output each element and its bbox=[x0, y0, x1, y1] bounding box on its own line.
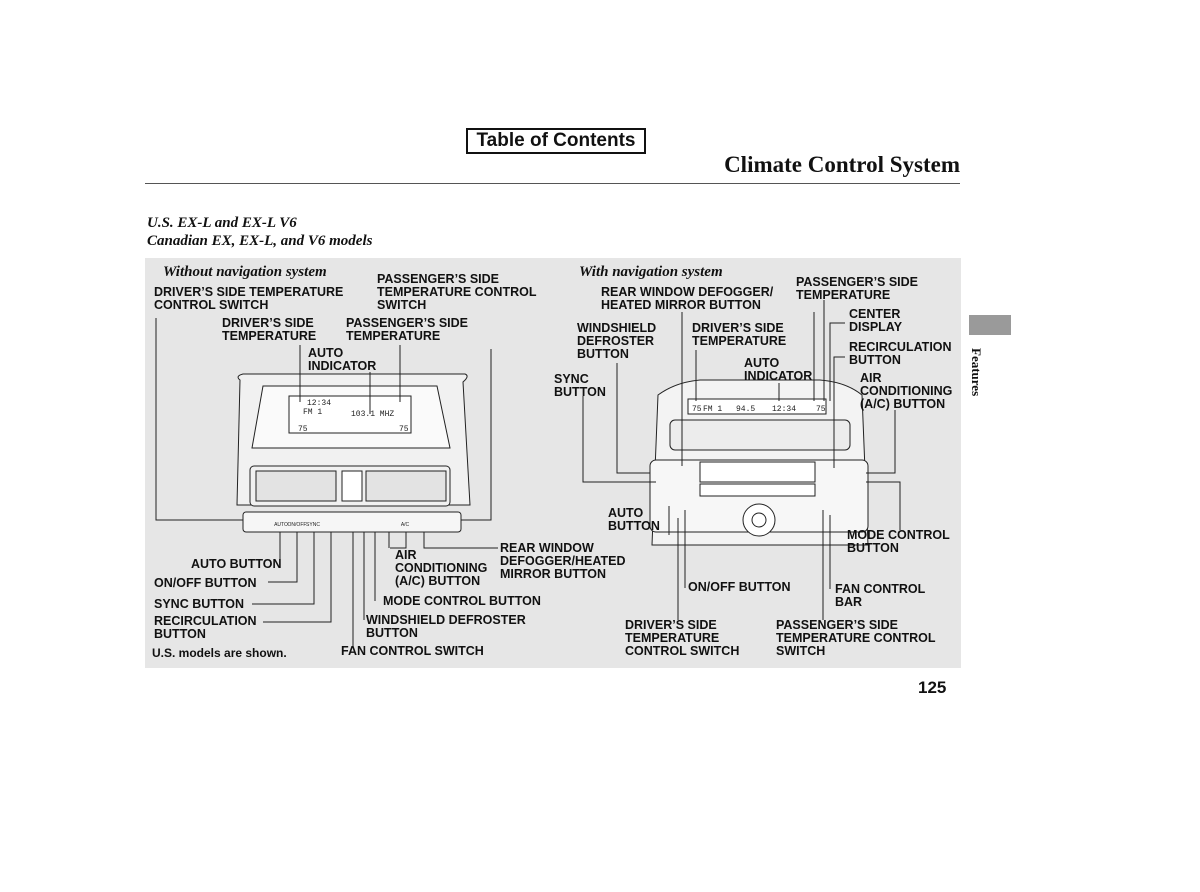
label-center-display: CENTER DISPLAY bbox=[849, 307, 903, 334]
control-auto-label: AUTO bbox=[274, 522, 288, 528]
left-display-temp-right: 75 bbox=[399, 425, 409, 434]
label-mode-control-button: MODE CONTROL BUTTON bbox=[383, 594, 541, 608]
label-auto-indicator: AUTO INDICATOR bbox=[308, 346, 377, 373]
left-display-band: FM 1 bbox=[303, 408, 322, 417]
label-driver-temp-control-switch-nav: DRIVER’S SIDE TEMPERATURE CONTROL SWITCH bbox=[625, 618, 740, 658]
label-passenger-side-temperature-nav: PASSENGER’S SIDE TEMPERATURE bbox=[796, 275, 919, 302]
label-ac-button-nav: AIR CONDITIONING (A/C) BUTTON bbox=[860, 371, 953, 411]
label-mode-control-button-nav: MODE CONTROL BUTTON bbox=[847, 528, 950, 555]
label-passenger-temp-control-switch-nav: PASSENGER’S SIDE TEMPERATURE CONTROL SWI… bbox=[776, 618, 936, 658]
label-recirculation-button: RECIRCULATION BUTTON bbox=[154, 614, 257, 641]
table-of-contents-link[interactable]: Table of Contents bbox=[466, 128, 646, 154]
label-sync-button: SYNC BUTTON bbox=[154, 597, 245, 611]
control-ac-label: A/C bbox=[401, 522, 410, 528]
label-recirculation-button-nav: RECIRCULATION BUTTON bbox=[849, 340, 952, 367]
label-rear-window-defogger: REAR WINDOW DEFOGGER/HEATED MIRROR BUTTO… bbox=[500, 541, 626, 581]
label-auto-button-nav: AUTO BUTTON bbox=[608, 506, 660, 533]
control-sync-label: SYNC bbox=[306, 522, 320, 528]
control-onoff-label: ON/OFF bbox=[288, 522, 307, 528]
right-display-frequency: 94.5 bbox=[736, 405, 755, 414]
label-passenger-side-temperature: PASSENGER’S SIDE TEMPERATURE bbox=[346, 316, 469, 343]
right-display-temp-right: 75 bbox=[816, 405, 826, 414]
label-auto-button: AUTO BUTTON bbox=[191, 557, 282, 571]
left-display-frequency: 103.1 MHZ bbox=[351, 410, 394, 419]
right-display-temp-left: 75 bbox=[692, 405, 702, 414]
label-driver-side-temperature: DRIVER’S SIDE TEMPERATURE bbox=[222, 316, 317, 343]
left-display-temp-left: 75 bbox=[298, 425, 308, 434]
models-line-2: Canadian EX, EX-L, and V6 models bbox=[147, 233, 373, 249]
left-display-time: 12:34 bbox=[307, 399, 331, 408]
label-windshield-defroster: WINDSHIELD DEFROSTER BUTTON bbox=[366, 613, 526, 640]
label-fan-control-bar: FAN CONTROL BAR bbox=[835, 582, 926, 609]
header-rule bbox=[145, 183, 960, 184]
us-models-note: U.S. models are shown. bbox=[152, 646, 287, 660]
label-auto-indicator-nav: AUTO INDICATOR bbox=[744, 356, 813, 383]
label-passenger-temp-control-switch: PASSENGER’S SIDE TEMPERATURE CONTROL SWI… bbox=[377, 272, 537, 312]
right-display-band: FM 1 bbox=[703, 405, 722, 414]
without-navigation-subtitle: Without navigation system bbox=[163, 264, 327, 280]
page-number: 125 bbox=[918, 678, 947, 697]
label-sync-button-nav: SYNC BUTTON bbox=[554, 372, 606, 399]
right-display-time: 12:34 bbox=[772, 405, 796, 414]
label-onoff-button-nav: ON/OFF BUTTON bbox=[688, 580, 791, 594]
features-tab-marker bbox=[969, 315, 1011, 335]
right-console-illustration bbox=[649, 379, 869, 546]
with-navigation-subtitle: With navigation system bbox=[579, 264, 723, 280]
label-fan-control-switch: FAN CONTROL SWITCH bbox=[341, 644, 484, 658]
label-ac-button: AIR CONDITIONING (A/C) BUTTON bbox=[395, 548, 488, 588]
label-driver-temp-control-switch: DRIVER’S SIDE TEMPERATURE CONTROL SWITCH bbox=[154, 285, 344, 312]
page-title: Climate Control System bbox=[724, 152, 960, 177]
models-line-1: U.S. EX-L and EX-L V6 bbox=[147, 215, 297, 231]
label-driver-side-temperature-nav: DRIVER’S SIDE TEMPERATURE bbox=[692, 321, 787, 348]
label-onoff-button: ON/OFF BUTTON bbox=[154, 576, 257, 590]
label-rear-window-defogger-nav: REAR WINDOW DEFOGGER/ HEATED MIRROR BUTT… bbox=[601, 285, 774, 312]
left-console-illustration bbox=[236, 373, 471, 533]
label-windshield-defroster-nav: WINDSHIELD DEFROSTER BUTTON bbox=[577, 321, 657, 361]
